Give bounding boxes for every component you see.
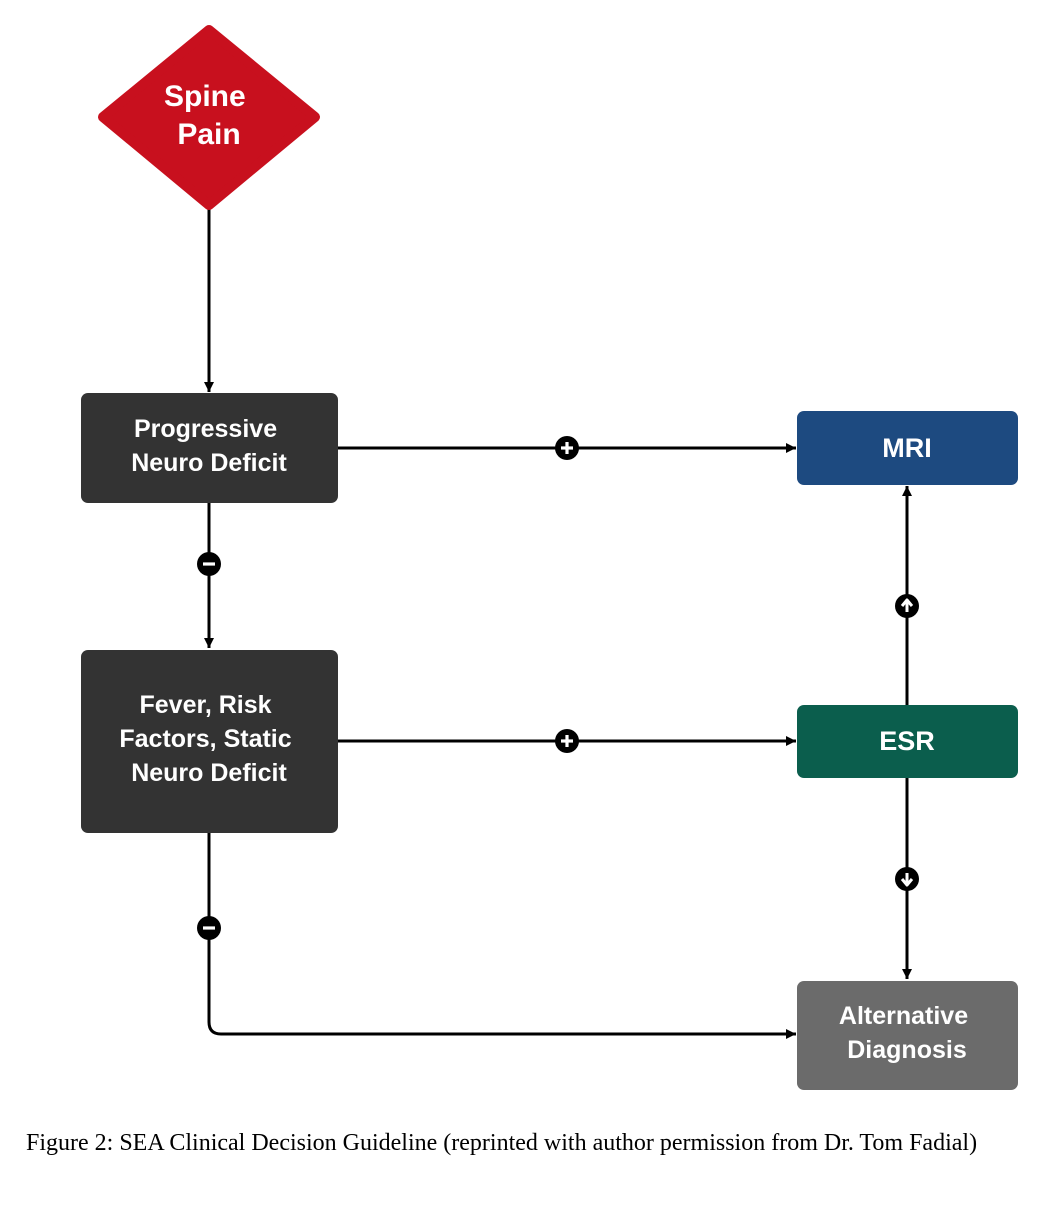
plus-icon — [555, 729, 579, 753]
node-fever-risk-factors: Fever, Risk Factors, Static Neuro Defici… — [81, 650, 338, 833]
node-label-line: Alternative — [839, 1002, 968, 1030]
node-box — [81, 393, 338, 503]
svg-text:Fever, Risk Factors,: Fever, Risk Factors, Static Neuro Defici… — [119, 691, 298, 787]
node-esr: ESR — [797, 705, 1018, 778]
node-label-line: Fever, Risk — [140, 691, 272, 719]
node-label-line: Pain — [177, 118, 240, 151]
node-label-line: Diagnosis — [847, 1036, 966, 1064]
up-arrow-icon — [895, 594, 919, 618]
svg-text:Progressive Neuro De: Progressive Neuro Deficit — [131, 415, 287, 477]
edge-markers — [197, 436, 919, 940]
svg-text:MRI: MRI — [882, 433, 932, 463]
node-label-line: Neuro Deficit — [131, 759, 287, 787]
down-arrow-icon — [895, 867, 919, 891]
figure-caption: Figure 2: SEA Clinical Decision Guidelin… — [26, 1130, 978, 1156]
node-box — [797, 981, 1018, 1090]
node-label-line: Neuro Deficit — [131, 449, 287, 477]
node-label-line: MRI — [882, 433, 932, 463]
connectors — [203, 205, 913, 1040]
minus-icon — [197, 916, 221, 940]
node-label-line: ESR — [879, 726, 935, 756]
node-label-line: Progressive — [134, 415, 277, 443]
plus-icon — [555, 436, 579, 460]
svg-text:Alternative Diagnosi: Alternative Diagnosis — [839, 1002, 975, 1064]
diamond-shape — [98, 25, 320, 210]
svg-text:ESR: ESR — [879, 726, 935, 756]
node-alternative-diagnosis: Alternative Diagnosis — [797, 981, 1018, 1090]
node-spine-pain: Spine Pain — [98, 25, 320, 210]
nodes: Spine Pain Progressive Neuro Deficit Fev… — [81, 25, 1018, 1090]
edge-fever-risk-factors-to-alternative-diagnosis — [207, 832, 796, 1040]
minus-icon — [197, 552, 221, 576]
node-box — [797, 705, 1018, 778]
flowchart: Spine Pain Progressive Neuro Deficit Fev… — [81, 25, 1018, 1090]
svg-text:Spine Pain: Spine Pain — [164, 80, 254, 151]
node-progressive-neuro-deficit: Progressive Neuro Deficit — [81, 393, 338, 503]
node-label-line: Factors, Static — [119, 725, 291, 753]
node-mri: MRI — [797, 411, 1018, 485]
node-box — [81, 650, 338, 833]
node-label-line: Spine — [164, 80, 246, 113]
node-box — [797, 411, 1018, 485]
